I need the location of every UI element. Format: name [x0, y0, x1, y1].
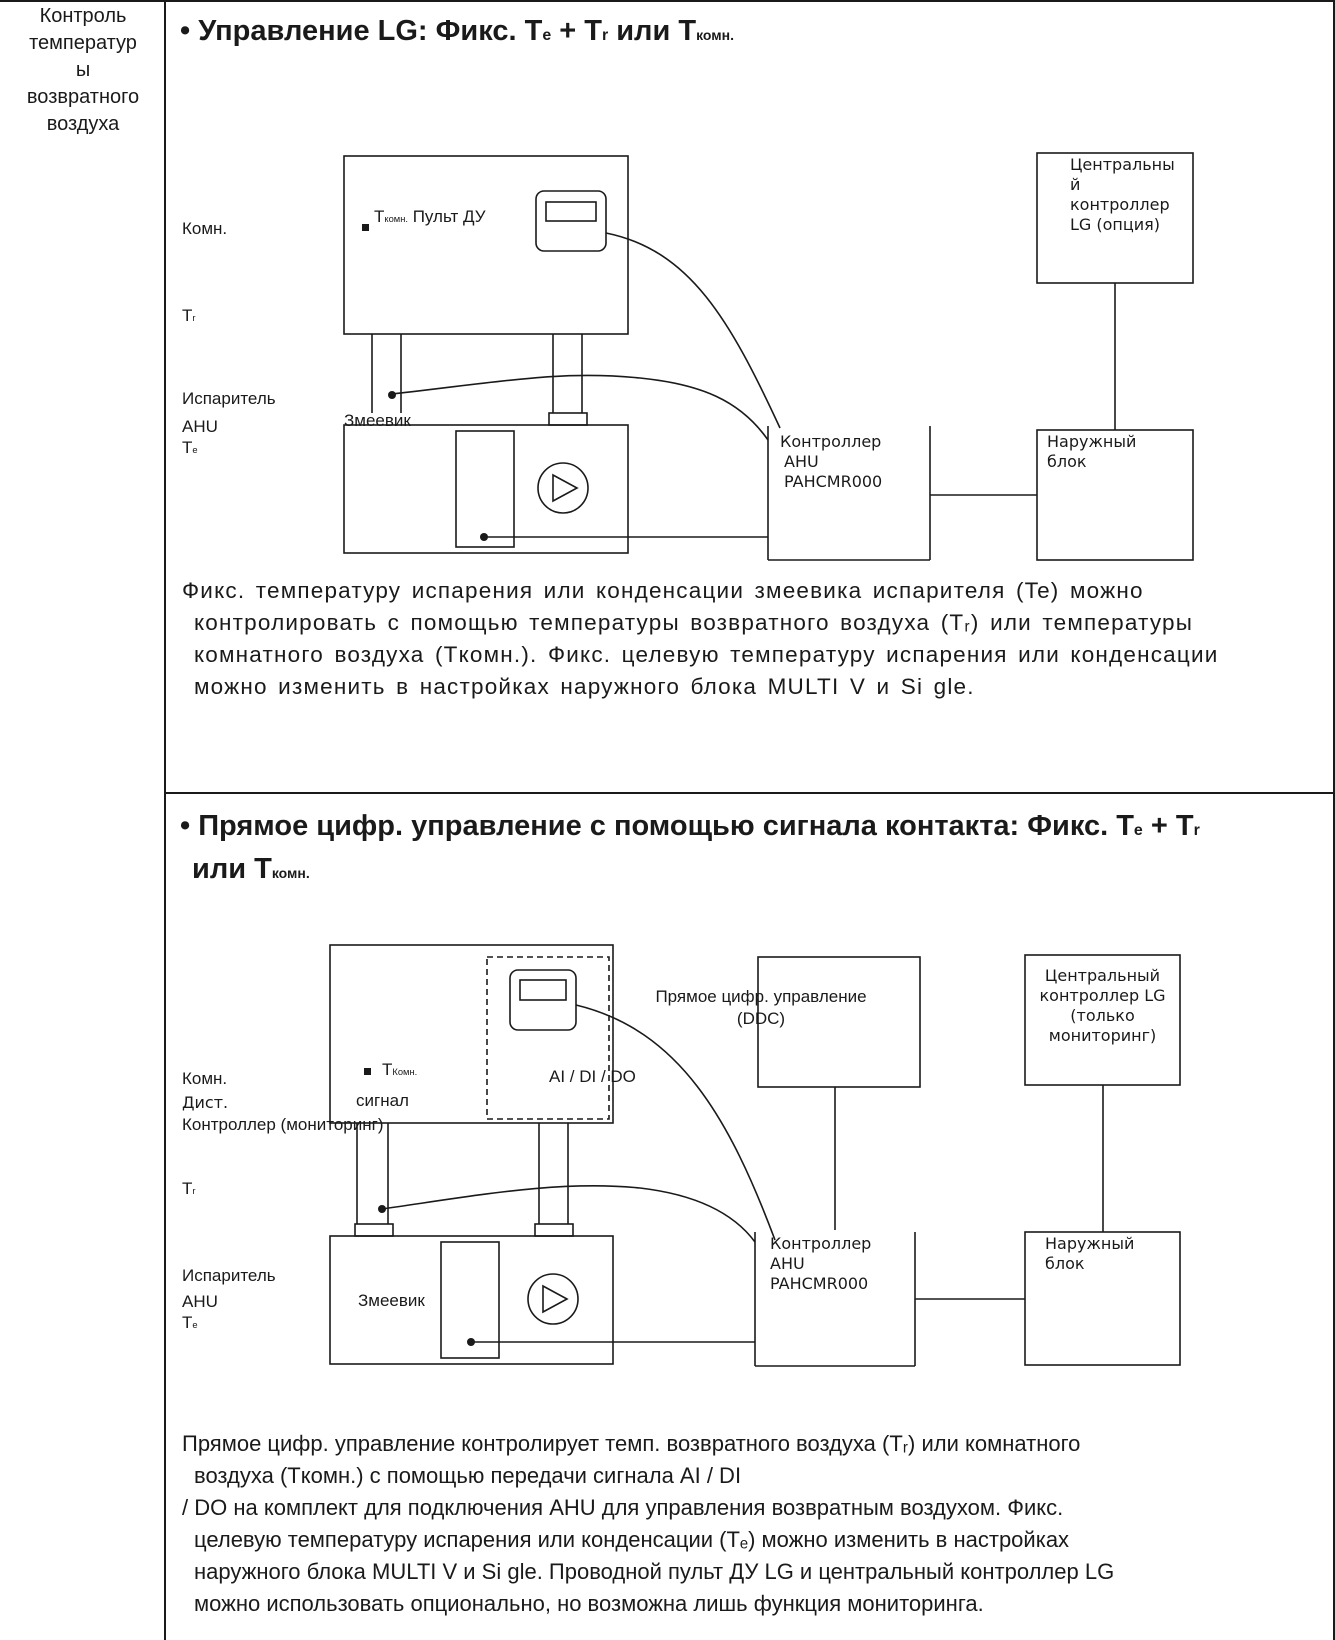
ai-di-do-label: AI / DI / DO [549, 1067, 636, 1086]
coil-label-1: Змеевик [344, 411, 411, 430]
table-top-border [0, 0, 1335, 2]
evaporator-label-2: Испаритель [182, 1266, 276, 1285]
fan-2 [527, 1273, 579, 1325]
outdoor-unit-label-2: Наружный блок [1045, 1234, 1135, 1273]
row-label: Контроль температур ы возвратного воздух… [0, 3, 166, 138]
room-box-1 [343, 155, 629, 335]
room-box-2 [329, 944, 614, 1124]
row-label-line: температур [29, 32, 137, 54]
central-controller-label-2: Центральный контроллер LG (только монито… [1039, 966, 1166, 1045]
evaporator-label-1: Испаритель [182, 389, 276, 408]
section1-paragraph: Фикс. температуру испарения или конденса… [182, 578, 1219, 699]
coil-label-2: Змеевик [358, 1291, 425, 1310]
section2-paragraph: Прямое цифр. управление контролирует тем… [182, 1431, 1115, 1616]
te-label-2: Te [182, 1313, 198, 1332]
remote-screen-1 [545, 201, 597, 222]
ahu-controller-label-2: Контроллер AHU PAHCMR000 [770, 1234, 872, 1293]
ddc-label: Прямое цифр. управление (DDC) [655, 987, 867, 1028]
table-row-divider [164, 792, 1335, 794]
section1-title: • Управление LG: Фикс. Te + Tr или Tкомн… [180, 15, 734, 47]
section2-title: • Прямое цифр. управление с помощью сигн… [180, 810, 1200, 885]
tr-label-1: Tr [182, 306, 196, 325]
room-label-1: Комн. [182, 219, 228, 238]
remote-controller-2 [509, 969, 577, 1031]
dashed-region [486, 956, 610, 1120]
fan-1 [537, 462, 589, 514]
outdoor-unit-label-1: Наружный блок [1047, 432, 1137, 471]
coil-1 [455, 430, 515, 548]
ahu-label-1: AHU [182, 417, 218, 436]
ahu-controller-label-1: Контроллер AHU PAHCMR000 [780, 432, 883, 491]
row-label-line: воздуха [46, 113, 120, 135]
ddc-box [757, 956, 921, 1088]
row-label-line: ы [75, 59, 91, 81]
troom-remote-label-1: Tкомн. Пульт ДУ [374, 207, 486, 226]
ahu-box-1 [343, 424, 629, 554]
row-label-line: возвратного [26, 86, 140, 108]
signal-label: сигнал [356, 1091, 409, 1110]
ahu-box-2 [329, 1235, 614, 1365]
dist-label: Дист. [182, 1093, 229, 1112]
ahu-label-2: AHU [182, 1292, 218, 1311]
controller-monitoring-label: Контроллер (мониторинг) [182, 1115, 384, 1134]
troom-label-2: TКомн. [382, 1060, 418, 1079]
table-right-border [1333, 0, 1335, 1640]
room-label-2: Комн. [182, 1069, 228, 1088]
central-controller-label-1: Центральны й контроллер LG (опция) [1070, 155, 1175, 234]
remote-controller-1 [535, 190, 607, 252]
coil-2 [440, 1241, 500, 1359]
table-column-divider [164, 0, 166, 1640]
tr-label-2: Tr [182, 1179, 196, 1198]
te-label-1: Te [182, 438, 198, 457]
row-label-line: Контроль [39, 5, 127, 27]
